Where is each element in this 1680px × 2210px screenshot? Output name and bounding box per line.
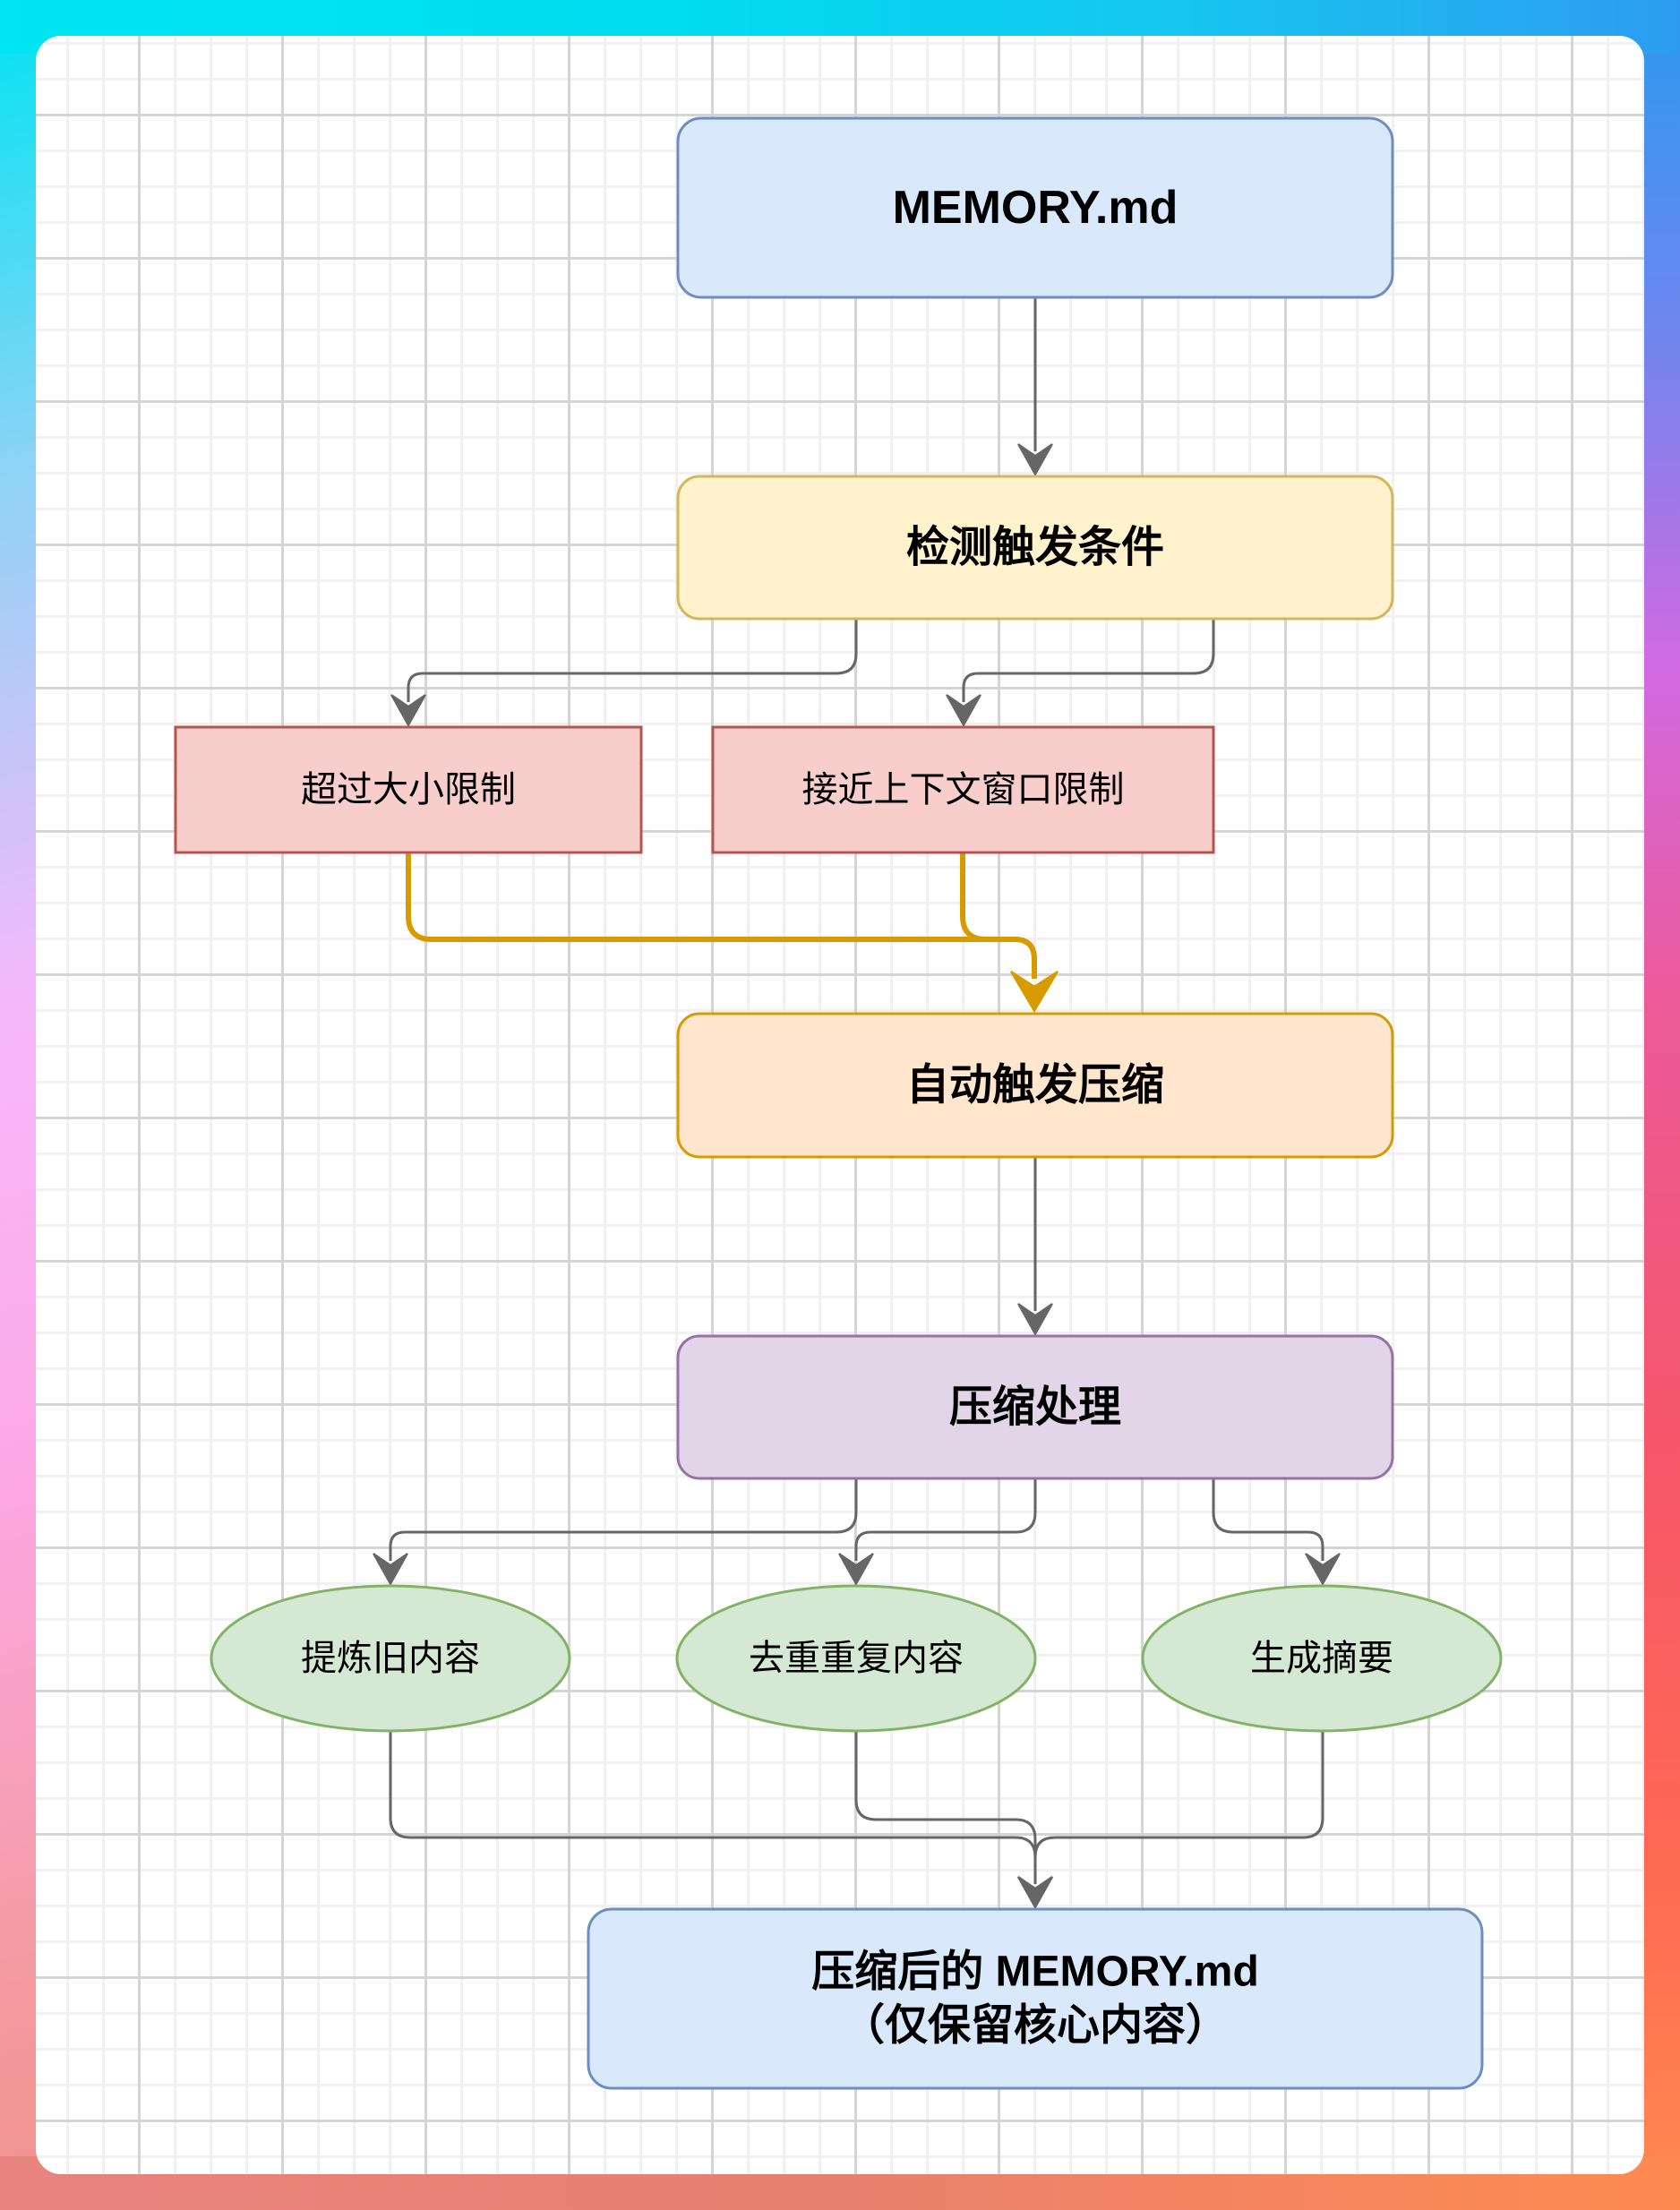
compress-process-label: 压缩处理 — [949, 1383, 1121, 1431]
edge-line — [389, 1731, 1037, 1884]
memory-label: MEMORY.md — [893, 182, 1179, 234]
arrowhead-icon — [373, 1553, 408, 1587]
edge-detect-to-size-limit — [390, 619, 858, 728]
node-auto-compress[interactable]: 自动触发压缩 — [676, 1012, 1394, 1159]
node-memory[interactable]: MEMORY.md — [676, 116, 1394, 299]
edge-line — [962, 619, 1215, 702]
summarize-shape[interactable] — [1141, 1584, 1503, 1733]
node-dedupe[interactable]: 去重重复内容 — [675, 1584, 1037, 1733]
edge-compress-process-to-refine-old — [373, 1478, 858, 1587]
context-limit-label: 接近上下文窗口限制 — [802, 770, 1125, 809]
edge-detect-to-context-limit — [946, 619, 1215, 728]
arrowhead-icon — [1017, 1303, 1053, 1337]
dedupe-shape[interactable] — [675, 1584, 1037, 1733]
compress-process-shape[interactable] — [676, 1334, 1394, 1480]
edge-compress-process-to-summarize — [1212, 1478, 1341, 1587]
arrowhead-icon — [946, 694, 981, 728]
node-refine-old[interactable]: 提炼旧内容 — [210, 1584, 571, 1733]
node-context-limit[interactable]: 接近上下文窗口限制 — [711, 725, 1215, 854]
edge-auto-compress-to-compress-process — [1017, 1157, 1053, 1337]
node-compress-process[interactable]: 压缩处理 — [676, 1334, 1394, 1480]
size-limit-label: 超过大小限制 — [301, 770, 516, 809]
context-limit-shape[interactable] — [711, 725, 1215, 854]
auto-compress-shape[interactable] — [676, 1012, 1394, 1159]
edge-line — [1212, 1478, 1324, 1561]
edge-line — [1033, 1731, 1324, 1884]
summarize-label: 生成摘要 — [1250, 1639, 1393, 1678]
node-summarize[interactable]: 生成摘要 — [1141, 1584, 1503, 1733]
refine-old-label: 提炼旧内容 — [301, 1639, 480, 1678]
arrowhead-icon — [838, 1553, 874, 1587]
edge-line — [960, 852, 1037, 979]
edge-line — [406, 852, 1037, 979]
edge-line — [854, 1731, 1037, 1884]
result-label: 压缩后的 MEMORY.md — [811, 1949, 1259, 1996]
edge-memory-to-detect — [1017, 297, 1053, 477]
dedupe-label: 去重重复内容 — [749, 1639, 964, 1678]
node-size-limit[interactable]: 超过大小限制 — [174, 725, 643, 854]
edge-context-limit-to-auto-compress — [960, 852, 1059, 1013]
detect-label: 检测触发条件 — [906, 524, 1164, 571]
refine-old-shape[interactable] — [210, 1584, 571, 1733]
detect-shape[interactable] — [676, 475, 1394, 621]
edges-layer — [373, 297, 1341, 1910]
edge-compress-process-to-dedupe — [838, 1478, 1037, 1587]
arrowhead-icon — [1017, 443, 1053, 477]
memory-shape[interactable] — [676, 116, 1394, 299]
arrowhead-icon — [1305, 1553, 1341, 1587]
result-shape[interactable] — [587, 1907, 1484, 2090]
arrowhead-icon — [1010, 971, 1059, 1013]
result-sublabel: （仅保留核心内容） — [842, 2002, 1229, 2050]
size-limit-shape[interactable] — [174, 725, 643, 854]
edge-line — [389, 1478, 858, 1561]
arrowhead-icon — [390, 694, 426, 728]
node-detect[interactable]: 检测触发条件 — [676, 475, 1394, 621]
edge-line — [407, 619, 858, 702]
edge-line — [854, 1478, 1037, 1561]
edge-summarize-to-result — [1017, 1731, 1324, 1910]
arrowhead-icon — [1017, 1876, 1053, 1910]
node-result[interactable]: 压缩后的 MEMORY.md （仅保留核心内容） — [587, 1907, 1484, 2090]
auto-compress-label: 自动触发压缩 — [906, 1062, 1164, 1109]
